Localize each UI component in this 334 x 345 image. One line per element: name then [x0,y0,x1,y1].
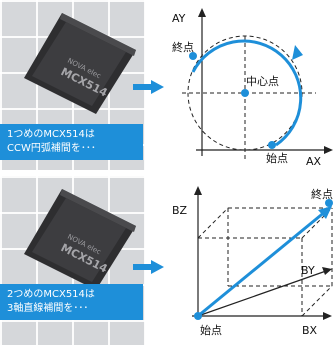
axis-bx-label: BX [302,324,318,337]
ccw-arc-path [191,39,303,147]
center-point-marker [241,89,249,97]
arrow-right-icon [133,260,164,274]
circular-interpolation-diagram: AY AX 終点 中心点 始点 [172,8,333,168]
caption-bottom-line-2: 3軸直線補間を･･･ [7,303,89,314]
caption-bottom: 2つめのMCX514は 3軸直線補間を･･･ [0,284,143,320]
bz-axis-arrowhead-icon [194,186,202,195]
axis-ax-label: AX [306,155,322,168]
by-axis [197,270,327,317]
caption-top: 1つめのMCX514は CCW円弧補間を･･･ [0,124,143,160]
start-point-marker [194,312,202,320]
y-axis-arrowhead-icon [198,8,206,17]
center-point-label: 中心点 [246,75,279,88]
axis-by-label: BY [301,264,315,277]
arrow-right-icon [133,80,164,94]
end-point-marker [325,199,333,207]
start-point-marker [268,141,276,149]
linear-interpolation-3d-diagram: BZ BY BX 終点 始点 [172,186,333,337]
caption-top-line-2: CCW円弧補間を･･･ [7,143,96,154]
by-axis-arrowhead-icon [322,267,332,275]
bx-axis-arrowhead-icon [323,312,332,320]
linear-path [197,209,327,318]
end-point-marker [189,52,197,60]
arc-direction-arrowhead-icon [292,45,303,60]
start-point-label: 始点 [200,323,222,337]
axis-ay-label: AY [172,12,186,25]
end-point-label: 終点 [311,187,333,201]
linear-path-arrowhead-icon [318,206,332,219]
chip-image-top: NOVA elec MCX514 [24,13,136,114]
x-axis-arrowhead-icon [324,146,333,154]
box-guide-lines [197,207,333,317]
start-point-label: 始点 [266,151,288,165]
end-point-label: 終点 [172,40,194,54]
caption-bottom-line-1: 2つめのMCX514は [7,289,95,300]
chip-image-bottom: NOVA elec MCX514 [24,189,136,290]
caption-top-line-1: 1つめのMCX514は [7,129,95,140]
axis-bz-label: BZ [172,204,188,217]
